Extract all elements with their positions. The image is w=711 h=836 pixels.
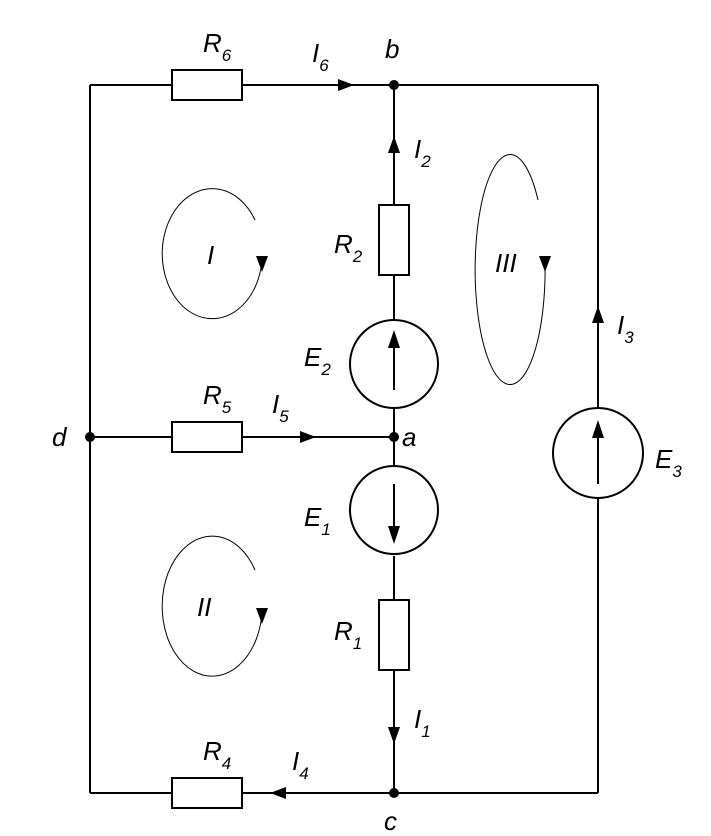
loop-i-indicator: [161, 188, 268, 320]
source-e3: [552, 407, 644, 499]
node-c-label: c: [384, 806, 397, 836]
resistor-r1: [378, 599, 410, 671]
resistor-r2: [378, 204, 410, 276]
loop-label-iii: III: [495, 248, 517, 278]
node-b-dot: [389, 80, 399, 90]
loop-ii-indicator: [161, 535, 268, 677]
arrow-i4: [270, 787, 286, 799]
label-i5: I5: [272, 389, 289, 426]
label-r5: R5: [203, 380, 232, 417]
label-e3: E3: [655, 444, 682, 481]
node-d-label: d: [52, 422, 68, 452]
label-e1: E1: [304, 502, 331, 539]
arrow-i3: [592, 306, 604, 323]
loop-iii-indicator: [474, 154, 551, 385]
arrow-i2: [388, 136, 400, 153]
node-b-label: b: [385, 34, 399, 64]
node-d-dot: [85, 432, 95, 442]
node-a-label: a: [402, 422, 416, 452]
label-r1: R1: [334, 616, 362, 653]
label-i4: I4: [292, 746, 309, 783]
node-a-dot: [389, 432, 399, 442]
label-r4: R4: [203, 736, 231, 773]
wires: [89, 84, 599, 794]
label-i6: I6: [312, 38, 329, 75]
label-r2: R2: [334, 229, 363, 266]
label-i2: I2: [414, 134, 431, 171]
label-r6: R6: [203, 28, 232, 65]
arrow-i6: [338, 79, 354, 91]
resistor-r6: [171, 69, 243, 101]
node-c-dot: [389, 788, 399, 798]
source-e2: [349, 319, 439, 409]
arrow-i5: [300, 431, 316, 443]
resistor-r5: [171, 421, 243, 453]
loop-label-i: I: [207, 240, 214, 270]
resistor-r4: [171, 777, 243, 809]
arrow-i1: [388, 727, 400, 744]
loop-label-ii: II: [197, 592, 211, 622]
label-i1: I1: [414, 704, 431, 741]
label-i3: I3: [617, 310, 634, 347]
label-e2: E2: [304, 342, 331, 379]
source-e1: [349, 465, 439, 555]
